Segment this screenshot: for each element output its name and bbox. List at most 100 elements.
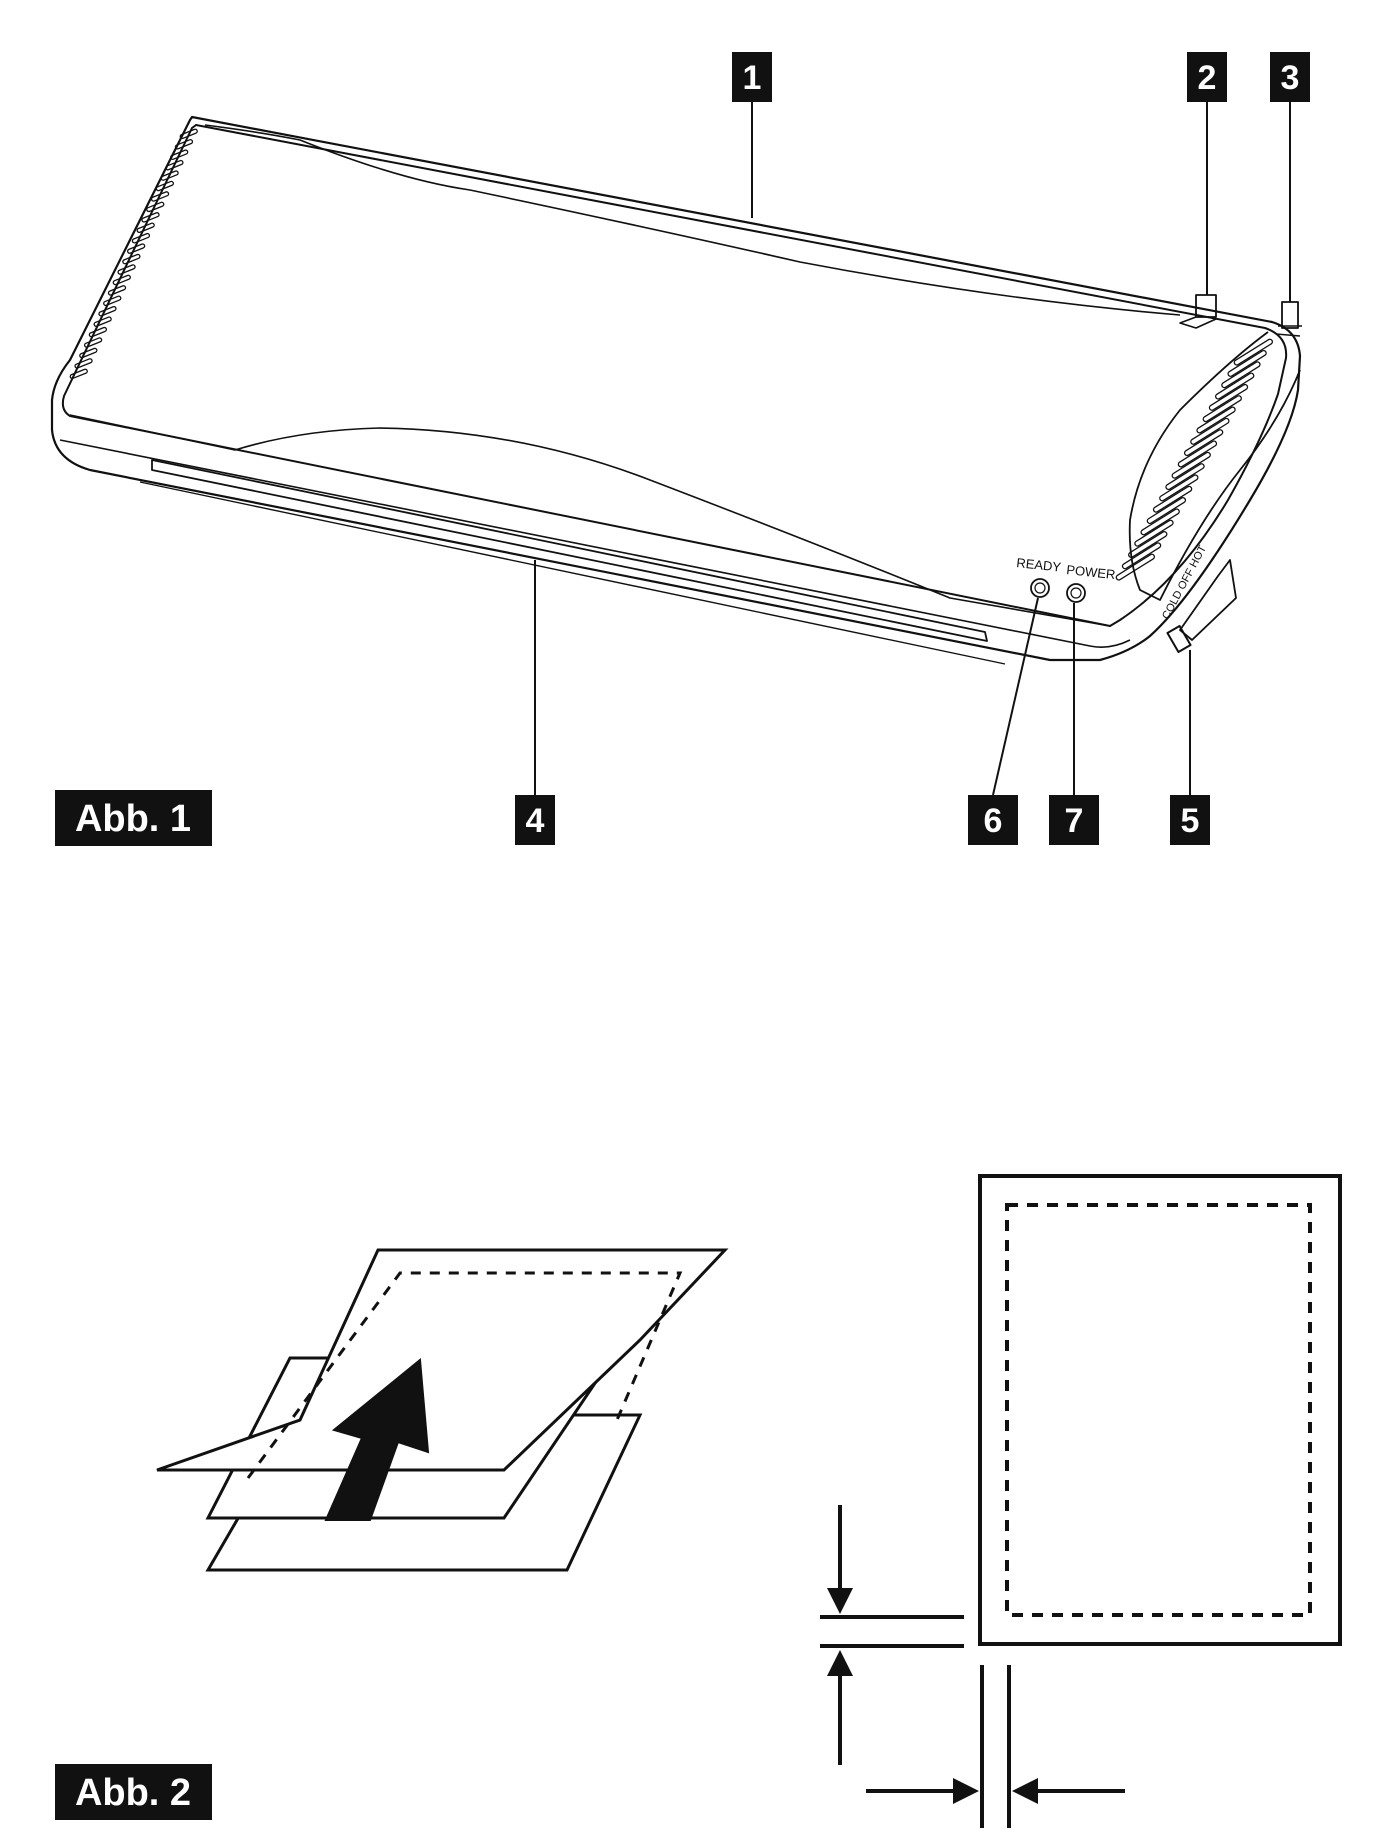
laminator-lid bbox=[61, 124, 1288, 627]
vent-slot bbox=[155, 180, 174, 192]
callout-1-text: 1 bbox=[743, 59, 762, 97]
vent-slot bbox=[170, 149, 189, 160]
callout-5-text: 5 bbox=[1181, 802, 1200, 840]
vent-slot bbox=[1215, 372, 1255, 400]
pouch-illustration bbox=[156, 1248, 729, 1572]
vent-slot bbox=[174, 139, 194, 150]
side-panel bbox=[1128, 331, 1301, 601]
mode-switch bbox=[1166, 624, 1192, 654]
callout-7-text: 7 bbox=[1065, 802, 1084, 840]
figure-1-label-text: Abb. 1 bbox=[75, 798, 191, 840]
vent-slot bbox=[98, 305, 117, 317]
laminator-base bbox=[50, 115, 1302, 662]
vent-slot bbox=[1165, 463, 1205, 491]
callout-7: 7 bbox=[1049, 795, 1099, 845]
laminator-skirt bbox=[59, 439, 1131, 648]
vent-slot bbox=[1227, 349, 1267, 377]
vent-slot bbox=[136, 222, 155, 234]
ready-label: READY bbox=[1016, 555, 1062, 575]
vent-slot bbox=[150, 191, 170, 202]
callout-6-text: 6 bbox=[984, 802, 1003, 840]
arrow-left-icon bbox=[1012, 1778, 1125, 1804]
figure-1-label: Abb. 1 bbox=[55, 790, 212, 846]
vent-slot bbox=[107, 285, 127, 296]
callout-3: 3 bbox=[1270, 52, 1310, 102]
right-vents bbox=[1115, 338, 1274, 581]
figure-2-label: Abb. 2 bbox=[55, 1764, 212, 1820]
ready-led-inner bbox=[1034, 582, 1046, 594]
vent-slot bbox=[1152, 485, 1193, 513]
arrow-down-icon bbox=[827, 1505, 853, 1614]
figure-2: Abb. 2 bbox=[55, 1174, 1342, 1828]
leader-6 bbox=[992, 597, 1039, 796]
margin-illustration bbox=[820, 1174, 1342, 1828]
vent-slot bbox=[122, 253, 141, 265]
arrow-up-icon bbox=[324, 1358, 430, 1521]
vent-slot bbox=[74, 358, 93, 369]
vent-slot bbox=[179, 128, 198, 140]
vent-slot bbox=[1183, 429, 1224, 457]
vent-slot bbox=[93, 316, 112, 327]
power-label: POWER bbox=[1066, 562, 1116, 582]
ready-led bbox=[1030, 578, 1050, 598]
slot-shelf bbox=[139, 481, 1006, 665]
vent-slot bbox=[1140, 508, 1180, 536]
vent-slot bbox=[1190, 417, 1230, 445]
power-led-inner bbox=[1070, 587, 1082, 599]
callout-2-text: 2 bbox=[1198, 59, 1217, 97]
lid-contour-bottom bbox=[69, 414, 1111, 627]
vent-slot bbox=[131, 232, 151, 244]
vent-slot bbox=[69, 368, 88, 380]
figure-1: READY POWER COLD OFF HOT 1 2 3 4 bbox=[50, 52, 1310, 846]
document-outline-dashed bbox=[1005, 1203, 1312, 1617]
callout-6: 6 bbox=[968, 795, 1018, 845]
vent-slot bbox=[83, 337, 103, 348]
vent-slot bbox=[103, 295, 122, 307]
vent-slot bbox=[127, 243, 146, 254]
vent-slot bbox=[1146, 497, 1187, 525]
callout-1: 1 bbox=[732, 52, 772, 102]
paper-slot bbox=[151, 459, 988, 642]
vent-slot bbox=[1115, 553, 1156, 581]
vent-slot bbox=[117, 264, 136, 275]
arrow-right-icon bbox=[866, 1778, 979, 1804]
knob-3-collar bbox=[1275, 325, 1302, 337]
pouch-outline bbox=[978, 1174, 1342, 1646]
vent-slot bbox=[1221, 361, 1261, 389]
leader-lines bbox=[534, 102, 1291, 796]
switch-housing bbox=[1179, 559, 1237, 641]
vent-slot bbox=[112, 274, 131, 286]
callout-2: 2 bbox=[1187, 52, 1227, 102]
vent-slot bbox=[1128, 531, 1168, 558]
knob-2 bbox=[1195, 294, 1217, 318]
knob-3 bbox=[1281, 301, 1299, 329]
laminator-device bbox=[50, 115, 1302, 665]
vent-slot bbox=[1196, 406, 1236, 434]
vent-slot bbox=[165, 159, 184, 171]
callout-5: 5 bbox=[1170, 795, 1210, 845]
left-vents bbox=[69, 128, 198, 380]
vent-slot bbox=[1202, 395, 1242, 423]
vent-slot bbox=[79, 347, 98, 359]
vent-slot bbox=[1134, 519, 1174, 547]
pouch-top-sheet bbox=[156, 1248, 729, 1472]
arrow-up-icon-margin bbox=[827, 1650, 853, 1765]
lid-contour-top bbox=[204, 124, 1181, 316]
vent-slot bbox=[1208, 383, 1249, 411]
vent-slot bbox=[1177, 440, 1218, 468]
power-led bbox=[1066, 583, 1086, 603]
vent-slot bbox=[141, 212, 160, 223]
vent-slot bbox=[146, 201, 165, 213]
vent-slot bbox=[160, 170, 179, 181]
knob-2-cap bbox=[1179, 316, 1217, 329]
vent-slot bbox=[88, 326, 108, 338]
vent-slot bbox=[1233, 338, 1274, 366]
vent-slot bbox=[1171, 451, 1211, 479]
figure-2-label-text: Abb. 2 bbox=[75, 1772, 191, 1814]
callout-3-text: 3 bbox=[1281, 59, 1300, 97]
document-dashed-border bbox=[246, 1271, 683, 1479]
callout-4: 4 bbox=[515, 795, 555, 845]
vent-slot bbox=[1121, 542, 1162, 570]
callout-4-text: 4 bbox=[526, 802, 545, 840]
